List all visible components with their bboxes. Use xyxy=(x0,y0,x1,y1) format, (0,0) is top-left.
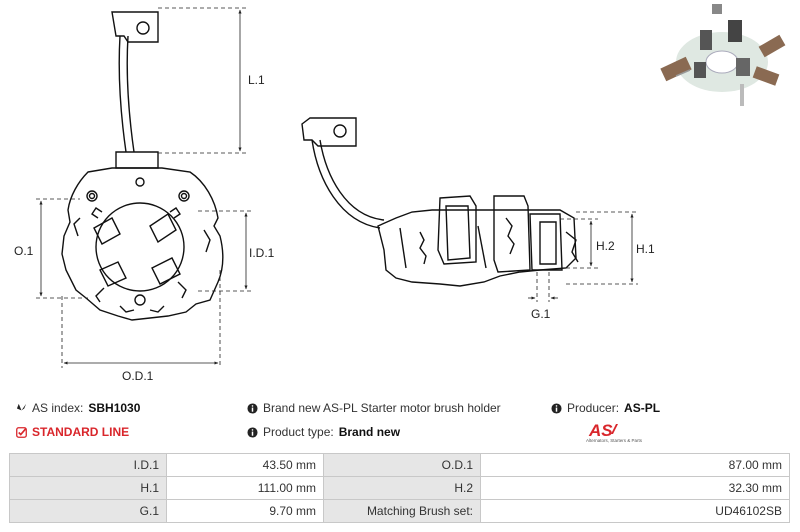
dim-label-o1: O.1 xyxy=(14,244,34,258)
info-circle-icon xyxy=(551,402,562,414)
side-dimensions xyxy=(528,211,638,302)
producer: Producer: AS-PL xyxy=(551,401,660,415)
dim-label-od1: O.D.1 xyxy=(122,369,154,383)
logo-tagline: Alternators, Starters & Parts xyxy=(586,438,643,443)
product-type-label: Product type: xyxy=(263,425,334,439)
spec-label: I.D.1 xyxy=(9,453,167,477)
description-text: Brand new AS-PL Starter motor brush hold… xyxy=(263,401,501,415)
dim-label-h2: H.2 xyxy=(596,239,615,253)
checkbox-check-icon xyxy=(16,426,27,438)
spec-label: Matching Brush set: xyxy=(323,499,481,523)
standard-line: STANDARD LINE xyxy=(16,425,129,439)
spec-table: I.D.1 43.50 mm O.D.1 87.00 mm H.1 111.00… xyxy=(9,453,790,523)
spec-value: 32.30 mm xyxy=(480,476,790,500)
as-index: AS index: SBH1030 xyxy=(16,401,140,415)
spec-label: H.1 xyxy=(9,476,167,500)
spec-value: 9.70 mm xyxy=(166,499,324,523)
table-row: H.1 111.00 mm H.2 32.30 mm xyxy=(9,476,790,500)
product-type: Product type: Brand new xyxy=(247,425,400,439)
as-index-value: SBH1030 xyxy=(88,401,141,415)
logo-mark: AS xyxy=(588,421,613,440)
table-row: G.1 9.70 mm Matching Brush set: UD46102S… xyxy=(9,499,790,523)
info-circle-icon xyxy=(247,426,258,438)
producer-value: AS-PL xyxy=(624,401,661,415)
product-photo xyxy=(660,4,786,106)
spec-label: G.1 xyxy=(9,499,167,523)
dim-label-h1: H.1 xyxy=(636,242,655,256)
info-circle-icon xyxy=(247,402,258,414)
spec-label: H.2 xyxy=(323,476,481,500)
dim-label-id1: I.D.1 xyxy=(249,246,275,260)
spec-value: 111.00 mm xyxy=(166,476,324,500)
spec-value: UD46102SB xyxy=(480,499,790,523)
as-pl-logo: AS xyxy=(588,421,618,440)
dim-label-g1: G.1 xyxy=(531,307,551,321)
product-type-value: Brand new xyxy=(338,425,401,439)
as-index-label: AS index: xyxy=(32,401,84,415)
side-view xyxy=(301,117,579,287)
table-row: I.D.1 43.50 mm O.D.1 87.00 mm xyxy=(9,453,790,477)
front-dimensions xyxy=(36,7,252,368)
technical-drawing: L.1 O.1 I.D.1 O.D.1 xyxy=(14,4,786,383)
dim-label-l1: L.1 xyxy=(248,73,265,87)
spec-label: O.D.1 xyxy=(323,453,481,477)
spec-value: 43.50 mm xyxy=(166,453,324,477)
standard-line-text: STANDARD LINE xyxy=(32,425,130,439)
front-view xyxy=(61,11,224,321)
product-description: Brand new AS-PL Starter motor brush hold… xyxy=(247,401,501,415)
spec-value: 87.00 mm xyxy=(480,453,790,477)
producer-label: Producer: xyxy=(567,401,620,415)
eye-icon xyxy=(16,403,27,410)
